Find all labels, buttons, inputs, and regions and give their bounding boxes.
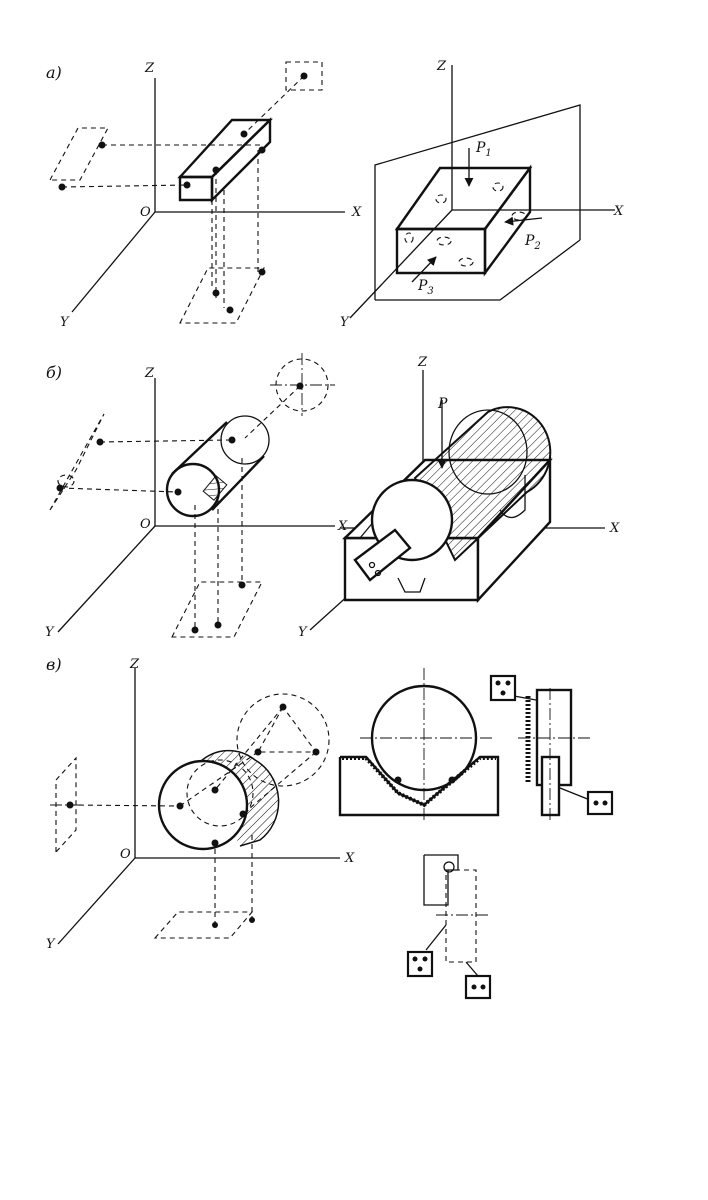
y-axis-label: Y	[298, 625, 308, 640]
panel-b-support-points	[56, 382, 304, 634]
y-axis-label: Y	[340, 315, 350, 330]
force-p1-label: P1	[475, 140, 492, 159]
y-axis	[349, 209, 453, 319]
panel-c-support-points	[66, 703, 320, 928]
support-point-symbol-2-icon	[586, 790, 614, 816]
origin-label: O	[120, 847, 131, 862]
panel-c-tag: в)	[46, 655, 62, 674]
xz-projection-plane	[285, 61, 323, 91]
z-axis-label: Z	[144, 366, 155, 381]
y-axis	[71, 211, 156, 313]
force-p2-label: P2	[524, 233, 541, 252]
y-axis	[57, 525, 156, 633]
panel-b-right-fixture: Z X Y P	[298, 355, 620, 640]
y-axis	[57, 857, 136, 945]
x-axis-label: X	[337, 519, 348, 534]
panel-a-right-fixture: Z X Y P1 P2 P3	[340, 59, 624, 330]
panel-c-left-axes: Z X Y O	[46, 657, 355, 952]
panel-b: б) Z X Y O	[45, 353, 620, 640]
panel-a-projection-lines	[61, 75, 305, 308]
panel-c: в) Z X Y O	[46, 655, 614, 1000]
y-axis-label: Y	[45, 625, 55, 640]
panel-a: а) Z X Y O	[46, 59, 624, 330]
x-axis-label: X	[351, 205, 362, 220]
xy-projection-plane	[171, 581, 263, 638]
cylindrical-workpiece	[165, 415, 270, 518]
panel-a-tag: а)	[46, 63, 62, 82]
force-p-label: P	[437, 396, 448, 412]
force-p2-arrow	[504, 216, 543, 226]
support-point-symbol-3-icon	[489, 674, 517, 702]
y-axis-label: Y	[46, 937, 56, 952]
prismatic-workpiece	[177, 117, 273, 203]
x-axis-label: X	[609, 521, 620, 536]
force-p3-label: P3	[417, 278, 434, 297]
panel-a-support-points	[58, 72, 308, 314]
z-axis-label: Z	[144, 61, 155, 76]
panel-a-left-axes: Z X Y O	[60, 61, 362, 330]
y-axis-label: Y	[60, 315, 70, 330]
panel-c-projection-lines	[69, 706, 317, 925]
z-axis-label: Z	[417, 355, 428, 370]
panel-b-projection-lines	[59, 385, 301, 630]
yz-projection-plane	[55, 756, 77, 854]
z-axis-label: Z	[436, 59, 447, 74]
panel-b-tag: б)	[46, 363, 62, 382]
x-axis-label: X	[613, 204, 624, 219]
v-block-section	[338, 668, 500, 822]
yz-projection-plane	[49, 413, 105, 511]
shaft-stop-view	[489, 674, 614, 820]
origin-label: O	[140, 205, 151, 220]
xy-projection-plane	[179, 267, 265, 324]
support-point-symbol-2-icon	[464, 974, 492, 1000]
panel-b-left-axes: Z X Y O	[45, 366, 348, 640]
bottom-stop-view	[406, 854, 492, 1000]
z-axis-label: Z	[129, 657, 140, 672]
origin-label: O	[140, 517, 151, 532]
xz-projection-plane	[236, 693, 330, 787]
xy-projection-plane	[153, 911, 254, 939]
disc-workpiece	[157, 749, 280, 851]
support-point-symbol-3-icon	[406, 950, 434, 978]
yz-projection-plane	[49, 127, 109, 181]
force-p3-arrow	[411, 256, 437, 283]
x-axis-label: X	[344, 851, 355, 866]
